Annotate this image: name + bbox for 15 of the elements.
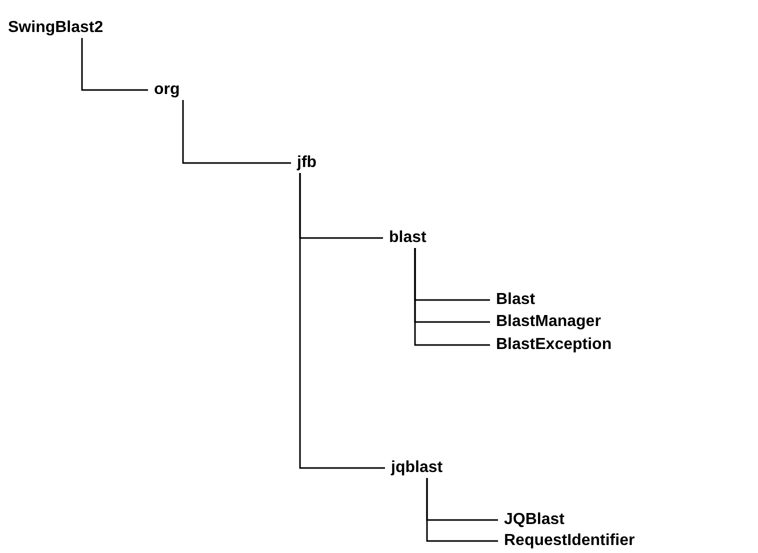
tree-item: blast [383,228,426,248]
tree-item: org [148,80,180,100]
tree-item: Blast [490,290,536,310]
tree-item: JQBlast [498,510,564,530]
connector-line [182,100,291,164]
connector-line [299,173,385,469]
connector-line [426,478,498,542]
tree-item: BlastException [490,335,612,355]
tree-item: jfb [291,153,317,173]
tree-item: RequestIdentifier [498,531,635,551]
tree-item: BlastManager [490,312,601,332]
connector-line [81,38,148,91]
tree-item: SwingBlast2 [2,18,104,38]
connector-line [414,248,490,346]
tree-item: jqblast [385,458,443,478]
